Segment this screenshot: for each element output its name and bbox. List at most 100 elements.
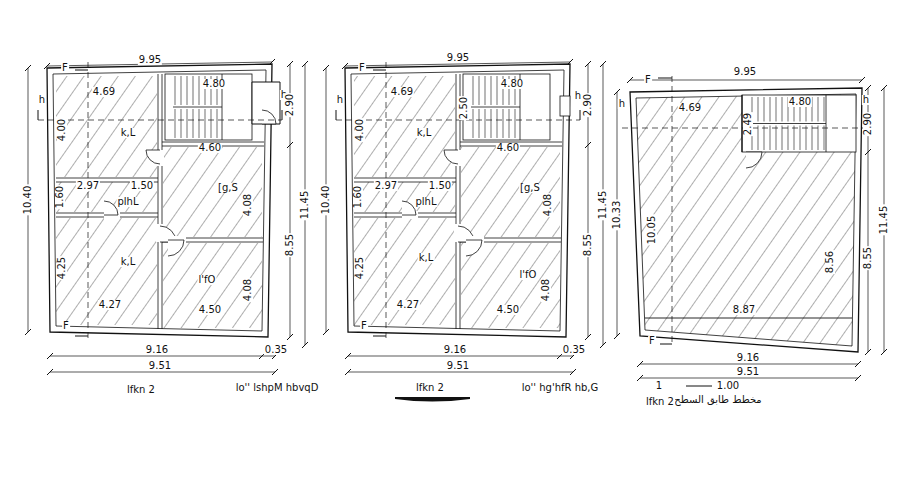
room-label: plhL <box>414 197 437 207</box>
drawing-line <box>354 178 456 179</box>
drawing-line <box>812 126 813 151</box>
drawing-line <box>262 356 275 357</box>
drawing-line <box>600 342 606 348</box>
plan-drawing <box>25 59 887 402</box>
drawing-line <box>824 97 825 122</box>
dimension: 2.97 <box>374 181 398 191</box>
section-mark: h <box>862 95 870 105</box>
dimension: 1.50 <box>428 181 452 191</box>
drawing-line <box>865 85 871 91</box>
room-area <box>742 95 856 152</box>
drawing-line <box>47 369 53 375</box>
plan-title: lfkn 2 <box>126 385 156 395</box>
drawing-line <box>345 353 351 359</box>
drawing-line <box>855 361 861 367</box>
drawing-line <box>348 356 560 357</box>
drawing-line <box>770 97 771 122</box>
drawing-line <box>471 107 520 108</box>
room-label: plhL <box>116 197 139 207</box>
drawing-line <box>764 97 765 122</box>
scale-note: 1 <box>655 381 663 391</box>
drawing-line <box>865 149 871 155</box>
dimension: 2.90 <box>583 93 593 117</box>
plan-title: lo'' hg'hfR hb,G <box>521 383 600 393</box>
drawing-line <box>199 109 200 138</box>
door-swing <box>466 240 482 256</box>
drawing-line <box>88 62 89 340</box>
section-mark: F <box>360 321 368 331</box>
drawing-line <box>50 356 262 357</box>
section-mark: F <box>61 63 69 73</box>
drawing-line <box>818 97 819 122</box>
drawing-line <box>800 126 801 151</box>
dimension: 11.45 <box>879 205 889 236</box>
drawing-line <box>473 109 474 138</box>
drawing-line <box>824 126 825 151</box>
room-area <box>560 96 570 116</box>
dimension: 8.87 <box>732 305 756 315</box>
drawing-line <box>44 63 50 69</box>
wall-outline <box>630 88 862 352</box>
dimension: 4.08 <box>243 193 253 217</box>
dimension: 2.97 <box>76 181 100 191</box>
dimension: 11.45 <box>598 190 608 221</box>
wall-outline <box>252 82 280 124</box>
drawing-line <box>782 97 783 122</box>
section-mark: h <box>336 95 344 105</box>
drawing-line <box>865 349 871 355</box>
drawing-line <box>456 74 457 329</box>
dimension: 2.90 <box>863 112 873 136</box>
dimension: 10.40 <box>23 185 33 216</box>
drawing-line <box>348 372 573 373</box>
plan-title: lfkn 2 <box>645 397 675 407</box>
drawing-line <box>193 76 194 105</box>
dimension: 4.08 <box>543 193 553 217</box>
drawing-line <box>205 109 206 138</box>
drawing-line <box>585 142 591 148</box>
dimension: 10.40 <box>321 185 331 216</box>
drawing-line <box>826 95 827 152</box>
drawing-line <box>175 109 176 138</box>
dimension: 0.35 <box>264 345 288 355</box>
dimension: 0.35 <box>562 345 586 355</box>
room-label: l'fO <box>198 275 217 285</box>
room-label: [g,S <box>519 183 541 193</box>
section-mark: h <box>574 91 582 101</box>
room-area <box>165 74 252 140</box>
drawing-line <box>336 110 337 120</box>
drawing-line <box>788 126 789 151</box>
drawing-line <box>640 364 858 365</box>
dimension: 9.16 <box>145 345 169 355</box>
room-area <box>56 218 157 325</box>
drawing-line <box>645 318 852 319</box>
scale-note: 1.00 <box>716 381 740 391</box>
drawing-line <box>686 386 712 387</box>
dimension: 4.69 <box>390 87 414 97</box>
section-mark: F <box>644 75 652 85</box>
section-mark: F <box>62 321 70 331</box>
dimension: 9.16 <box>736 353 760 363</box>
dimension: 11.45 <box>300 190 310 221</box>
drawing-line <box>173 107 222 108</box>
door-swing <box>444 150 458 164</box>
drawing-line <box>272 369 278 375</box>
room-area <box>463 74 550 140</box>
dimension: 1.60 <box>55 185 65 209</box>
dimension: 4.50 <box>198 305 222 315</box>
room-label: l'fO <box>519 270 538 280</box>
wall-outline <box>345 64 570 337</box>
dimension: 9.95 <box>733 67 757 77</box>
dimension: 1.60 <box>353 185 363 209</box>
drawing-line <box>515 109 516 138</box>
drawing-line <box>758 126 759 151</box>
wall-outline <box>351 70 564 331</box>
door-swing <box>146 150 160 164</box>
drawing-line <box>181 76 182 105</box>
drawing-line <box>187 76 188 105</box>
drawing-line <box>503 109 504 138</box>
drawing-line <box>342 63 348 69</box>
dimension: 4.80 <box>202 79 226 89</box>
room-label: k,L <box>120 257 137 267</box>
dimension: 2.90 <box>285 93 295 117</box>
drawing-line <box>855 375 861 381</box>
